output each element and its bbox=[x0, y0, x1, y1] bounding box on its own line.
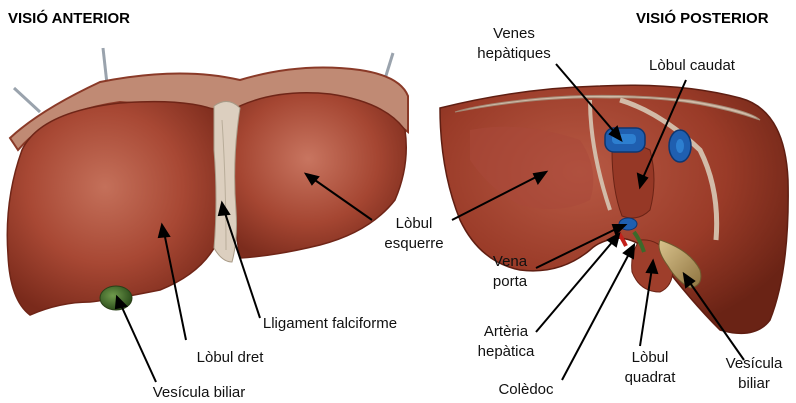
label-lobul-dret-text: Lòbul dret bbox=[180, 348, 280, 368]
anterior-view-title: VISIÓ ANTERIOR bbox=[8, 10, 130, 27]
label-vena-porta-line1: Vena bbox=[480, 252, 540, 272]
anterior-liver bbox=[7, 48, 408, 315]
label-lligament-falciforme-text: Lligament falciforme bbox=[240, 314, 420, 334]
posterior-view-title: VISIÓ POSTERIOR bbox=[636, 10, 769, 27]
label-coledoc-text: Colèdoc bbox=[484, 380, 568, 400]
label-vesicula-anterior: Vesícula biliar bbox=[134, 383, 264, 403]
label-lobul-esquerre-line2: esquerre bbox=[372, 234, 456, 254]
label-vesicula-posterior-line2: biliar bbox=[714, 374, 794, 394]
label-lobul-quadrat-line2: quadrat bbox=[610, 368, 690, 388]
label-lobul-esquerre: Lòbul esquerre bbox=[372, 214, 456, 254]
label-lobul-caudat-text: Lòbul caudat bbox=[632, 56, 752, 76]
label-arteria-hepatica-line2: hepàtica bbox=[466, 342, 546, 362]
label-lligament-falciforme: Lligament falciforme bbox=[240, 314, 420, 334]
posterior-liver bbox=[440, 85, 788, 333]
label-vena-porta-line2: porta bbox=[480, 272, 540, 292]
label-venes-hepatiques-line1: Venes bbox=[462, 24, 566, 44]
label-venes-hepatiques-line2: hepàtiques bbox=[462, 44, 566, 64]
label-vesicula-anterior-text: Vesícula biliar bbox=[134, 383, 264, 403]
label-lobul-quadrat: Lòbul quadrat bbox=[610, 348, 690, 388]
label-vesicula-posterior-line1: Vesícula bbox=[714, 354, 794, 374]
label-lobul-esquerre-line1: Lòbul bbox=[372, 214, 456, 234]
label-vesicula-posterior: Vesícula biliar bbox=[714, 354, 794, 394]
label-lobul-dret: Lòbul dret bbox=[180, 348, 280, 368]
label-arteria-hepatica: Artèria hepàtica bbox=[466, 322, 546, 362]
label-lobul-quadrat-line1: Lòbul bbox=[610, 348, 690, 368]
label-lobul-caudat: Lòbul caudat bbox=[632, 56, 752, 76]
label-arteria-hepatica-line1: Artèria bbox=[466, 322, 546, 342]
label-coledoc: Colèdoc bbox=[484, 380, 568, 400]
label-venes-hepatiques: Venes hepàtiques bbox=[462, 24, 566, 64]
label-vena-porta: Vena porta bbox=[480, 252, 540, 292]
